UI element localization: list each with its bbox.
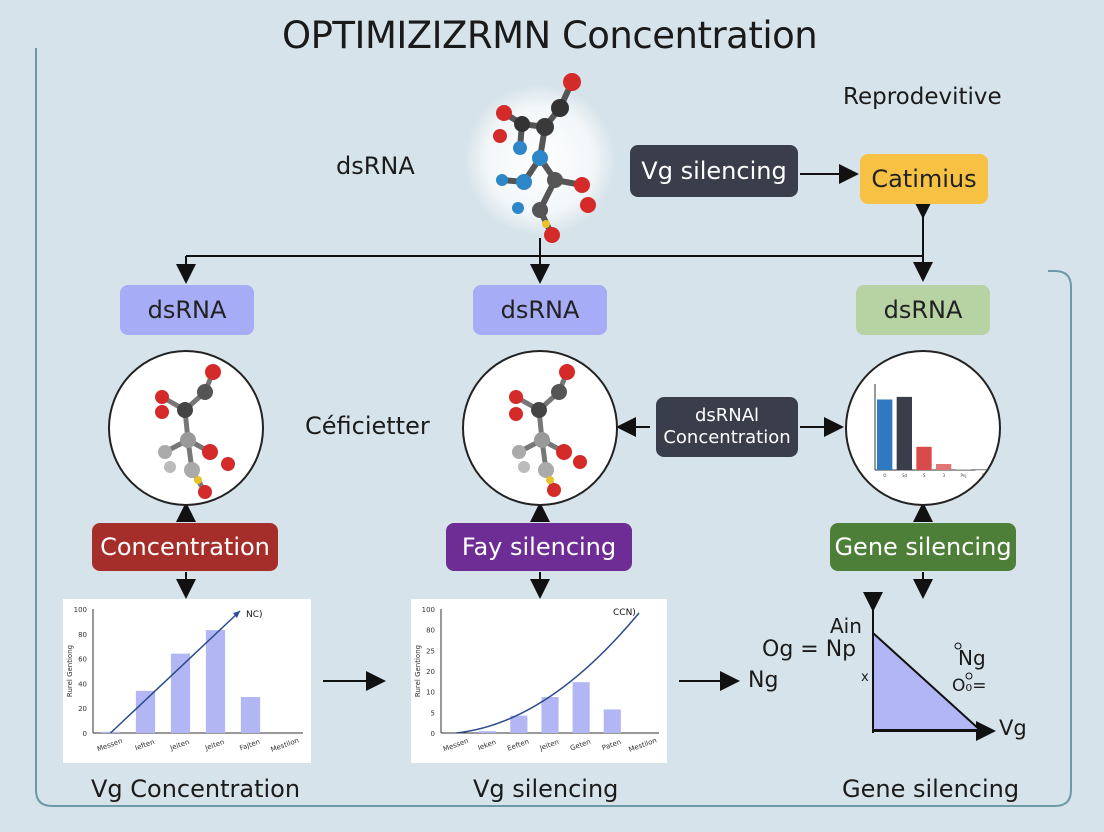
bar [170,653,191,733]
outer-frame [35,48,1072,807]
mini-bar [877,399,893,470]
x-tick-label: Mestilon [270,736,300,754]
label-og-np: Og = Np [762,637,857,662]
mini-bar [916,446,932,470]
bar [205,630,226,733]
bar [135,690,156,733]
top-molecule-illustration [464,73,616,243]
mini-bar [936,463,952,470]
bar [479,731,497,733]
x-tick-label: Eeften [506,738,530,753]
y-tick-label: 100 [422,606,435,614]
y-tick-label: 80 [78,631,87,639]
x-tick-label: Mestilon [628,736,658,754]
box-dsrna-mid: dsRNA [473,285,607,335]
mini-x-tick-label: Sd [902,473,908,478]
footer-vg-concentration: Vg Concentration [91,775,301,803]
label-reprodevitive: Reprodevitive [843,84,1002,110]
mini-bar [896,396,913,470]
label-vg-axis: Vg [999,716,1027,740]
label-ng-right: Ng [958,646,986,670]
label-ain: Ain [830,614,862,638]
bar [510,715,528,733]
x-tick-label: Ieften [134,738,156,752]
trend-arrowhead [233,611,240,618]
x-tick-label: Paten [601,738,622,752]
connectors [176,164,933,691]
label-ng-left: Ng [748,668,779,693]
y-tick-label: 5 [431,709,435,717]
trend-label: CCN) [613,608,636,618]
x-tick-label: Messen [442,737,470,754]
mini-x-tick-label: 3 [943,473,946,478]
bar [541,697,559,733]
x-tick-label: Fajten [239,738,262,753]
x-tick-label: Jeiten [538,738,560,753]
box-dsrna-left: dsRNA [120,285,254,335]
page-title: OPTIMIZIZRMN Concentration [282,14,818,57]
label-x-small: x [861,670,869,685]
y-tick-label: 20 [426,668,435,676]
box-dsrnal-concentration: dsRNAl Concentration [656,397,798,457]
y-tick-label: 20 [78,705,87,713]
trend-line [109,610,241,734]
x-tick-label: Jeiten [168,738,190,753]
bar [572,682,590,733]
dsrnal-line2: Concentration [663,427,791,448]
x-tick-label: Messen [96,737,124,754]
mini-bar [975,470,991,471]
box-fay-silencing: Fay silencing [446,523,632,571]
x-tick-label: Jeiten [203,738,225,753]
molecule-mid-icon [509,364,587,497]
bar [240,697,261,733]
y-tick-label: 100 [74,606,87,614]
dsrnal-line1: dsRNAl [694,405,760,426]
label-dsrna-top: dsRNA [336,152,415,180]
footer-vg-silencing: Vg silencing [473,775,619,803]
y-tick-label: 0 [431,730,435,738]
y-tick-label: 0 [83,730,87,738]
triangle-diagram [863,592,996,741]
molecule-left-icon [155,364,235,499]
trend-curve [456,612,640,734]
footer-gene-silencing: Gene silencing [842,775,1020,803]
mini-x-tick-label: S [923,473,926,478]
y-tick-label: 80 [426,627,435,635]
y-tick-label: 60 [78,656,87,664]
box-catimius: Catimius [860,154,988,204]
box-vg-silencing: Vg silencing [630,145,798,197]
label-cefficietter: Céficietter [305,412,430,440]
box-concentration: Concentration [92,523,278,571]
box-dsrna-right: dsRNA [856,285,990,335]
x-tick-label: Geten [569,738,592,753]
triangle-area [872,630,983,731]
y-axis-label: Rurel Gentiong [414,645,422,697]
box-gene-silencing: Gene silencing [830,523,1016,571]
y-tick-label: 25 [426,647,435,655]
label-ob: O₀= [952,676,987,696]
mini-bar [955,469,972,470]
y-tick-label: 40 [78,680,87,688]
x-tick-label: Ieken [477,738,498,752]
circle-molecule-left [108,350,264,506]
mini-x-tick-label: O [883,473,886,478]
bar [603,709,621,733]
circle-molecule-mid [462,350,618,506]
mini-x-tick-label: Pnj [961,473,967,478]
y-tick-label: 10 [426,689,435,697]
y-axis-label: Rurel Gentiong [66,645,74,697]
trend-label: NC) [246,610,263,620]
